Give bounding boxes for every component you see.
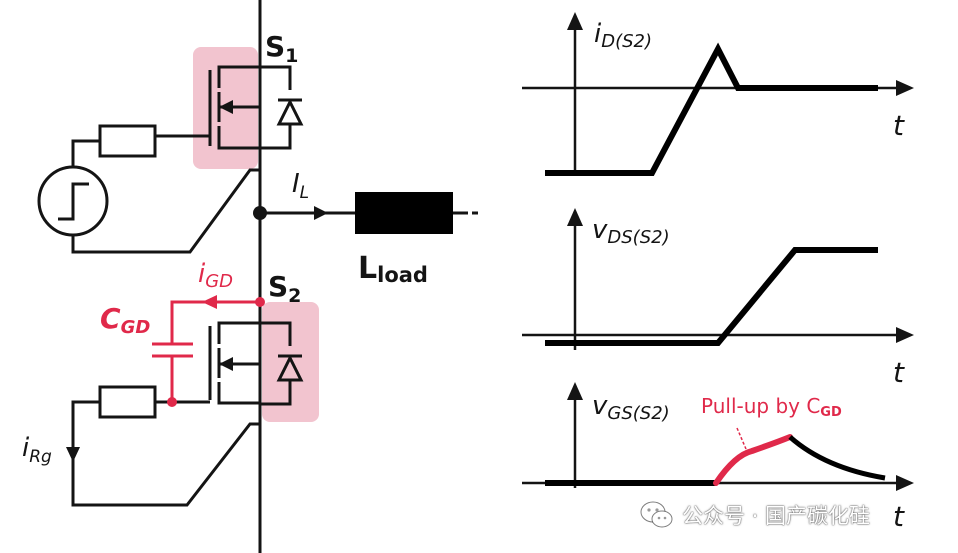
vds-trace [545, 247, 878, 346]
irg-arrow [66, 447, 80, 462]
cgd-gate-node [167, 397, 177, 407]
load-inductor [355, 192, 453, 234]
s1-body-diode [260, 65, 304, 150]
vds-axis-label: vDS(S2) [592, 215, 670, 248]
time-label-1: t [893, 109, 905, 142]
id-axis-label: iD(S2) [594, 19, 652, 52]
vds-waveform-axes [522, 208, 914, 350]
half-bridge-circuit [37, 0, 482, 553]
il-arrow [314, 206, 328, 220]
watermark: 公众号 · 国产碳化硅 [640, 498, 870, 532]
time-label-3: t [893, 500, 905, 533]
watermark-text: 公众号 · 国产碳化硅 [682, 504, 871, 528]
s2-mosfet [155, 321, 260, 405]
vgs-trace-pullup [713, 434, 793, 486]
pullup-annotation: Pull-up by CGD [701, 394, 842, 420]
s2-label: S2 [268, 270, 301, 307]
cgd-label: CGD [100, 302, 150, 338]
time-label-2: t [893, 356, 905, 389]
cgd-feedback-path [152, 295, 265, 407]
igd-label: iGD [198, 259, 233, 292]
id-trace [545, 42, 878, 176]
vgs-axis-label: vGS(S2) [592, 391, 670, 424]
s1-label: S1 [265, 30, 298, 67]
step-symbol [58, 182, 89, 221]
il-label: IL [292, 169, 309, 203]
wechat-icon [640, 501, 673, 528]
id-waveform-axes [522, 12, 914, 176]
igd-arrow [202, 295, 217, 309]
lload-label: Lload [358, 251, 428, 287]
s2-body-diode [260, 321, 304, 406]
s2-gate-resistor [98, 385, 157, 419]
pullup-pointer [736, 427, 747, 450]
vgs-trace-decay [788, 435, 886, 481]
cgd-top-node [255, 297, 265, 307]
irg-label: iRg [22, 433, 52, 467]
s1-mosfet [155, 65, 260, 150]
s1-gate-resistor [98, 124, 157, 158]
